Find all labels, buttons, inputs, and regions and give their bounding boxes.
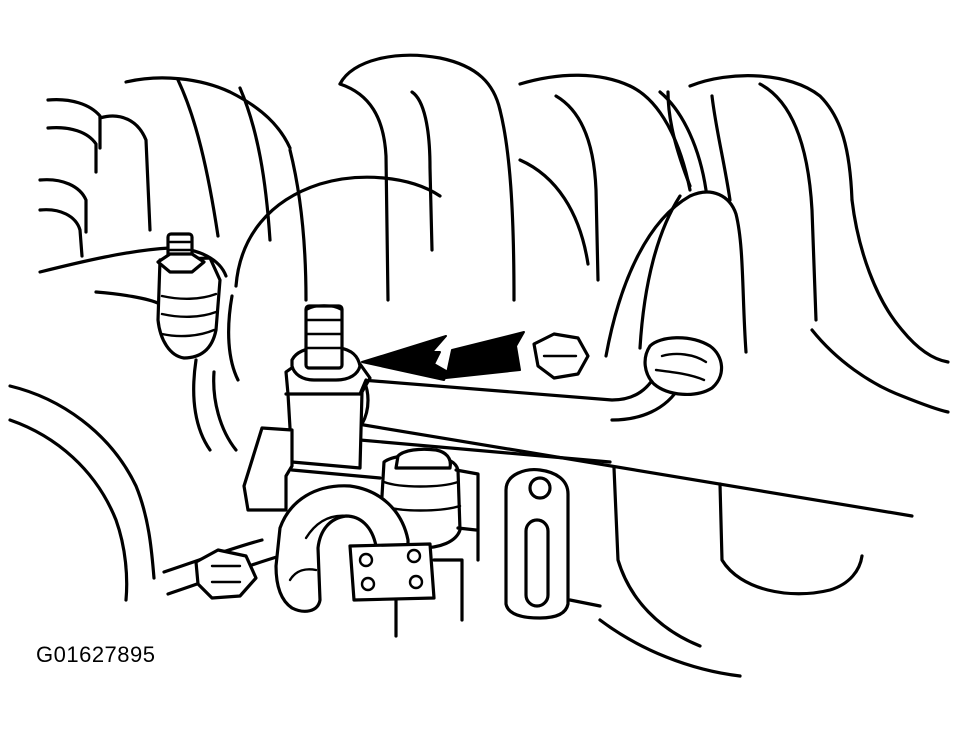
mounting-bracket xyxy=(242,426,382,512)
hose-elbow xyxy=(274,484,410,613)
fuel-line-tube xyxy=(356,336,914,518)
flange-plate xyxy=(348,542,464,638)
center-runner xyxy=(227,158,590,382)
right-lower-housing xyxy=(568,466,864,678)
fitting-block-with-stud xyxy=(284,304,372,470)
curved-hose xyxy=(604,90,748,358)
right-nut xyxy=(532,332,590,380)
slotted-bracket xyxy=(504,468,570,620)
bottom-left-nut xyxy=(194,548,258,600)
pointer-arrows xyxy=(361,331,525,381)
left-intake-fins xyxy=(38,98,152,258)
left-bracket-bolt xyxy=(38,232,238,452)
figure-id-label: G01627895 xyxy=(36,642,156,667)
